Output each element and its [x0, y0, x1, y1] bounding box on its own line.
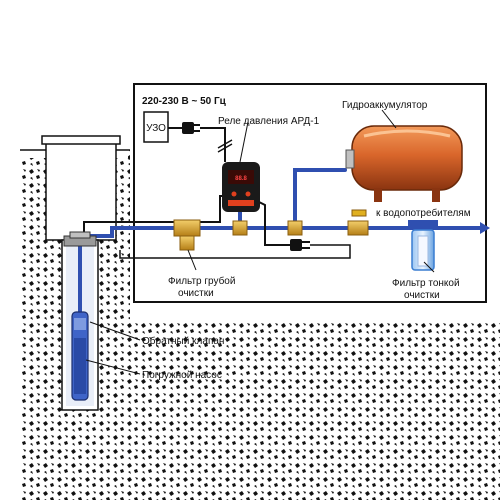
- voltage-label: 220-230 В ~ 50 Гц: [142, 96, 227, 107]
- pump-label: Погружной насос: [142, 370, 222, 381]
- accumulator-pipe: [293, 168, 347, 230]
- well-head: [63, 231, 97, 247]
- consumers-label: к водопотребителям: [376, 207, 471, 219]
- ball-valve: [347, 209, 369, 236]
- submersible-pump: [71, 311, 89, 401]
- check-valve-label: Обратный клапан: [142, 335, 224, 347]
- fine-filter-label-line2: очистки: [404, 290, 440, 301]
- accumulator-label: Гидроаккумулятор: [342, 100, 428, 111]
- fine-filter-label-line1: Фильтр тонкой: [392, 278, 460, 289]
- tee-fitting-2: [287, 220, 303, 236]
- coarse-filter-label-line2: очистки: [178, 288, 214, 299]
- fine-filter: [408, 220, 438, 271]
- pressure-relay: 88.8: [222, 162, 260, 212]
- relay-label: Реле давления АРД-1: [218, 116, 320, 127]
- tee-fitting-1: [232, 220, 248, 236]
- coarse-filter: [173, 219, 201, 251]
- leader-lines: [85, 109, 435, 375]
- cable-break-mark: [217, 139, 233, 153]
- uzo-breaker: УЗО: [143, 111, 169, 143]
- uzo-label: УЗО: [146, 123, 166, 134]
- power-plug-bottom: [290, 239, 310, 251]
- flow-arrow: [480, 222, 490, 234]
- power-plug-top: [168, 122, 200, 134]
- coarse-filter-label-line1: Фильтр грубой: [168, 275, 235, 287]
- relay-display: 88.8: [235, 176, 247, 182]
- hydro-accumulator: [345, 125, 463, 202]
